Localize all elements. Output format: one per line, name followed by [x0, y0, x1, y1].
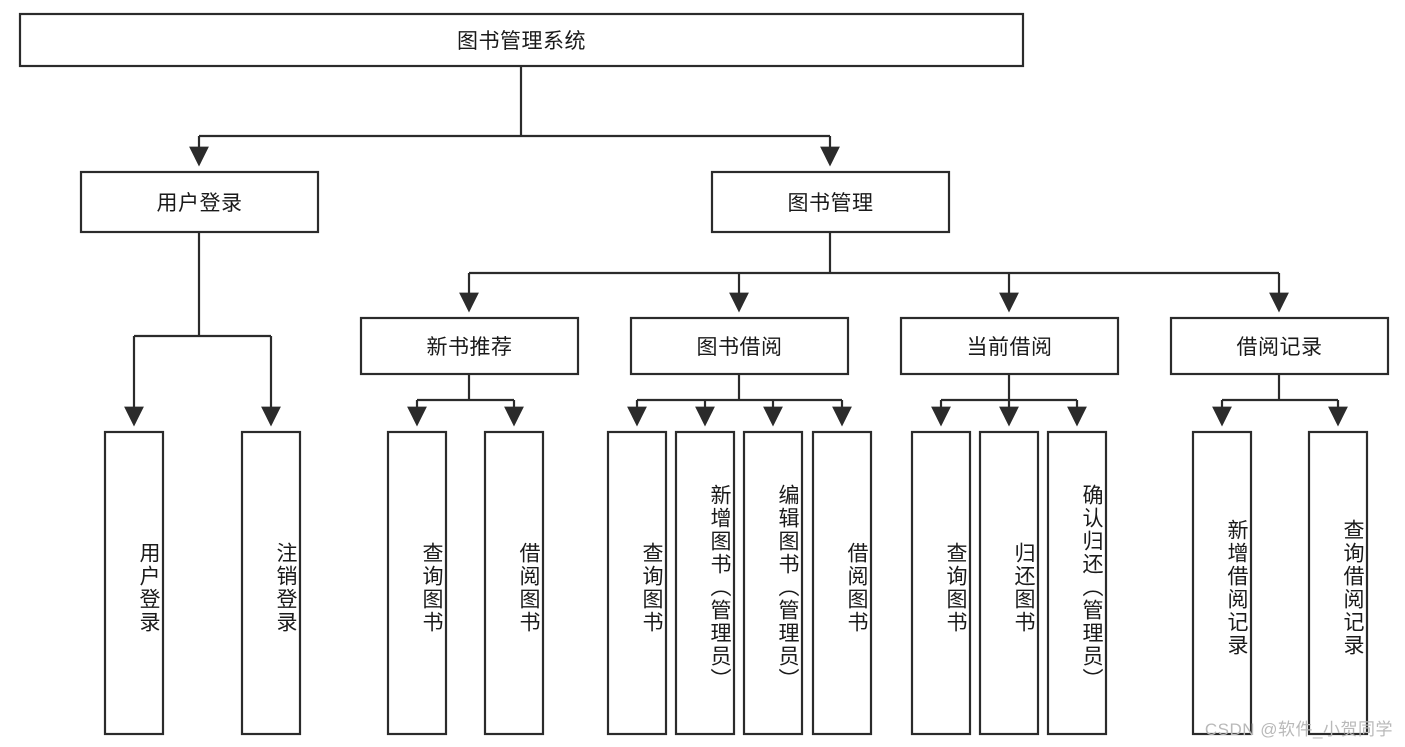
node-box-borrow-record[interactable]	[1169, 316, 1390, 376]
node-box-leaf-new-book-2[interactable]	[483, 430, 545, 736]
node-box-book-borrow[interactable]	[629, 316, 850, 376]
node-box-leaf-current-borrow-1[interactable]	[910, 430, 972, 736]
node-box-leaf-user-login-1[interactable]	[103, 430, 165, 736]
node-box-root[interactable]	[18, 12, 1025, 68]
node-box-new-book[interactable]	[359, 316, 580, 376]
node-box-leaf-current-borrow-2[interactable]	[978, 430, 1040, 736]
node-box-user-login[interactable]	[79, 170, 320, 234]
node-box-leaf-book-borrow-3[interactable]	[742, 430, 804, 736]
node-box-leaf-borrow-record-2[interactable]	[1307, 430, 1369, 736]
node-box-leaf-book-borrow-2[interactable]	[674, 430, 736, 736]
node-box-current-borrow[interactable]	[899, 316, 1120, 376]
node-box-leaf-borrow-record-1[interactable]	[1191, 430, 1253, 736]
node-box-leaf-current-borrow-3[interactable]	[1046, 430, 1108, 736]
node-box-book-mgmt[interactable]	[710, 170, 951, 234]
node-box-leaf-book-borrow-4[interactable]	[811, 430, 873, 736]
watermark-text: CSDN @软件_小贺同学	[1204, 720, 1393, 739]
node-box-leaf-book-borrow-1[interactable]	[606, 430, 668, 736]
node-box-leaf-new-book-1[interactable]	[386, 430, 448, 736]
node-box-leaf-user-login-2[interactable]	[240, 430, 302, 736]
